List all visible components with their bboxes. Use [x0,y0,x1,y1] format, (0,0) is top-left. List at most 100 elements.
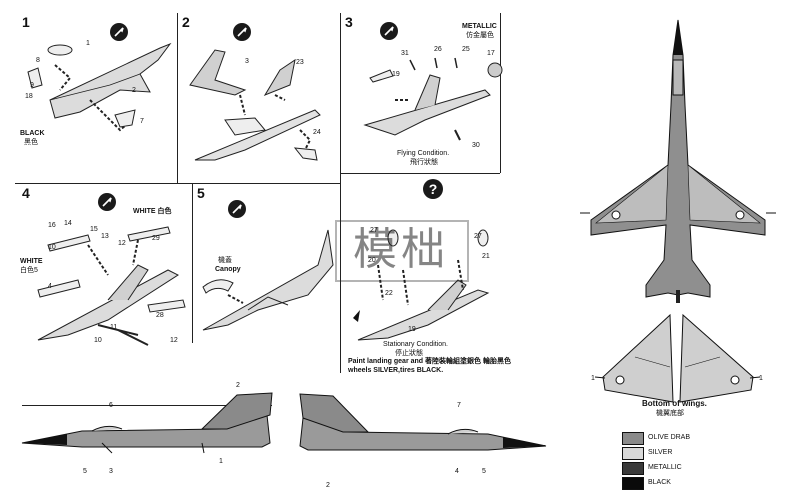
part-number: 5 [482,468,486,475]
part-number: 29 [152,235,160,242]
wrench-icon [380,22,398,40]
legend-swatch [622,462,644,475]
part-number: 1 [219,458,223,465]
part-number: 6 [109,402,113,409]
legend-label: SILVER [648,449,673,456]
panel4-drawing [37,226,186,346]
part-number: 16 [48,222,56,229]
part-number: 21 [482,253,490,260]
panel3-drawing [363,57,503,141]
grid-divider [340,173,500,174]
stationary-caption: Stationary Condition. [383,341,448,348]
wrench-icon [228,200,246,218]
part-number: 4 [48,283,52,290]
part-number: 7 [140,118,144,125]
step-number-2: 2 [182,14,190,30]
wrench-icon [110,23,128,41]
color-note-cn: 黑色 [24,139,38,146]
part-number: 7 [457,402,461,409]
part-number: 2 [236,382,240,389]
part-number: 9 [30,82,34,89]
color-note: WHITE [20,258,43,265]
svg-text:?: ? [429,181,438,197]
part-number: 19 [392,71,400,78]
grid-divider [15,183,340,184]
legend-label: OLIVE DRAB [648,434,691,441]
side-view-right [299,393,547,451]
legend-swatch [622,432,644,445]
watermark: 模柮 [353,224,449,275]
step-number-3: 3 [345,14,353,30]
color-note-cn: 仿金屬色 [466,32,494,39]
part-number: 13 [101,233,109,240]
wings-caption: Bottom of wings. [642,399,707,408]
part-number: 15 [90,226,98,233]
part-number: 8 [36,57,40,64]
canopy-label-cn: 機蓋 [218,257,232,264]
part-number: 1 [759,375,763,382]
side-view-baseline [22,405,272,406]
canopy-label: Canopy [215,266,241,273]
legend-item: BLACK [622,477,728,491]
grid-divider [192,183,193,343]
step-number-4: 4 [22,185,30,201]
part-number: 10 [94,337,102,344]
stationary-drawing [353,229,490,341]
legend-label: METALLIC [648,464,682,471]
legend-item: SILVER [622,447,728,461]
grid-divider [500,13,501,173]
wrench-icon [98,193,116,211]
part-number: 12 [170,337,178,344]
step-number-1: 1 [22,14,30,30]
watermark-frame [335,220,469,282]
color-note: METALLIC [462,23,497,30]
paint-note: Paint landing gear and 著陸裝輪組塗銀色 輪胎黑色 [348,358,511,365]
part-number: 2 [132,87,136,94]
part-number: 28 [156,312,164,319]
part-number: 26 [434,46,442,53]
grid-divider [340,13,341,373]
part-number: 24 [313,129,321,136]
panel5-drawing [202,229,334,331]
paint-note: wheels SILVER,tires BLACK. [348,367,444,374]
part-number: 31 [401,50,409,57]
part-number: 18 [25,93,33,100]
part-number: 10 [48,244,56,251]
part-number: 17 [487,50,495,57]
wing-bottom-drawing [594,313,761,403]
panel1-drawing [27,42,172,132]
part-number: 4 [455,468,459,475]
stationary-caption-cn: 停止狀態 [395,350,423,357]
part-number: 1 [86,40,90,47]
part-number: 3 [109,468,113,475]
part-number: 2 [326,482,330,489]
legend-item: OLIVE DRAB [622,432,728,446]
part-number: 22 [385,290,393,297]
legend-swatch [622,447,644,460]
wrench-icon [233,23,251,41]
part-number: 23 [296,59,304,66]
part-number: 11 [110,324,118,331]
side-view-left [21,392,273,454]
part-number: 30 [472,142,480,149]
part-number: 5 [83,468,87,475]
flying-condition-caption: Flying Condition. [397,150,450,157]
part-number: 27 [474,233,482,240]
grid-divider [177,13,178,183]
color-note: BLACK [20,130,45,137]
part-number: 25 [462,46,470,53]
flying-condition-caption-cn: 飛行狀態 [410,159,438,166]
question-icon: ? [423,179,443,199]
panel2-drawing [189,49,321,161]
legend-label: BLACK [648,479,671,486]
color-note: WHITE 白色 [133,208,172,215]
part-number: 19 [408,326,416,333]
color-note-cn: 白色5 [20,267,38,274]
part-number: 20 [368,257,376,264]
legend-swatch [622,477,644,490]
legend-item: METALLIC [622,462,728,476]
part-number: 27 [370,227,378,234]
part-number: 1 [591,375,595,382]
step-number-5: 5 [197,185,205,201]
